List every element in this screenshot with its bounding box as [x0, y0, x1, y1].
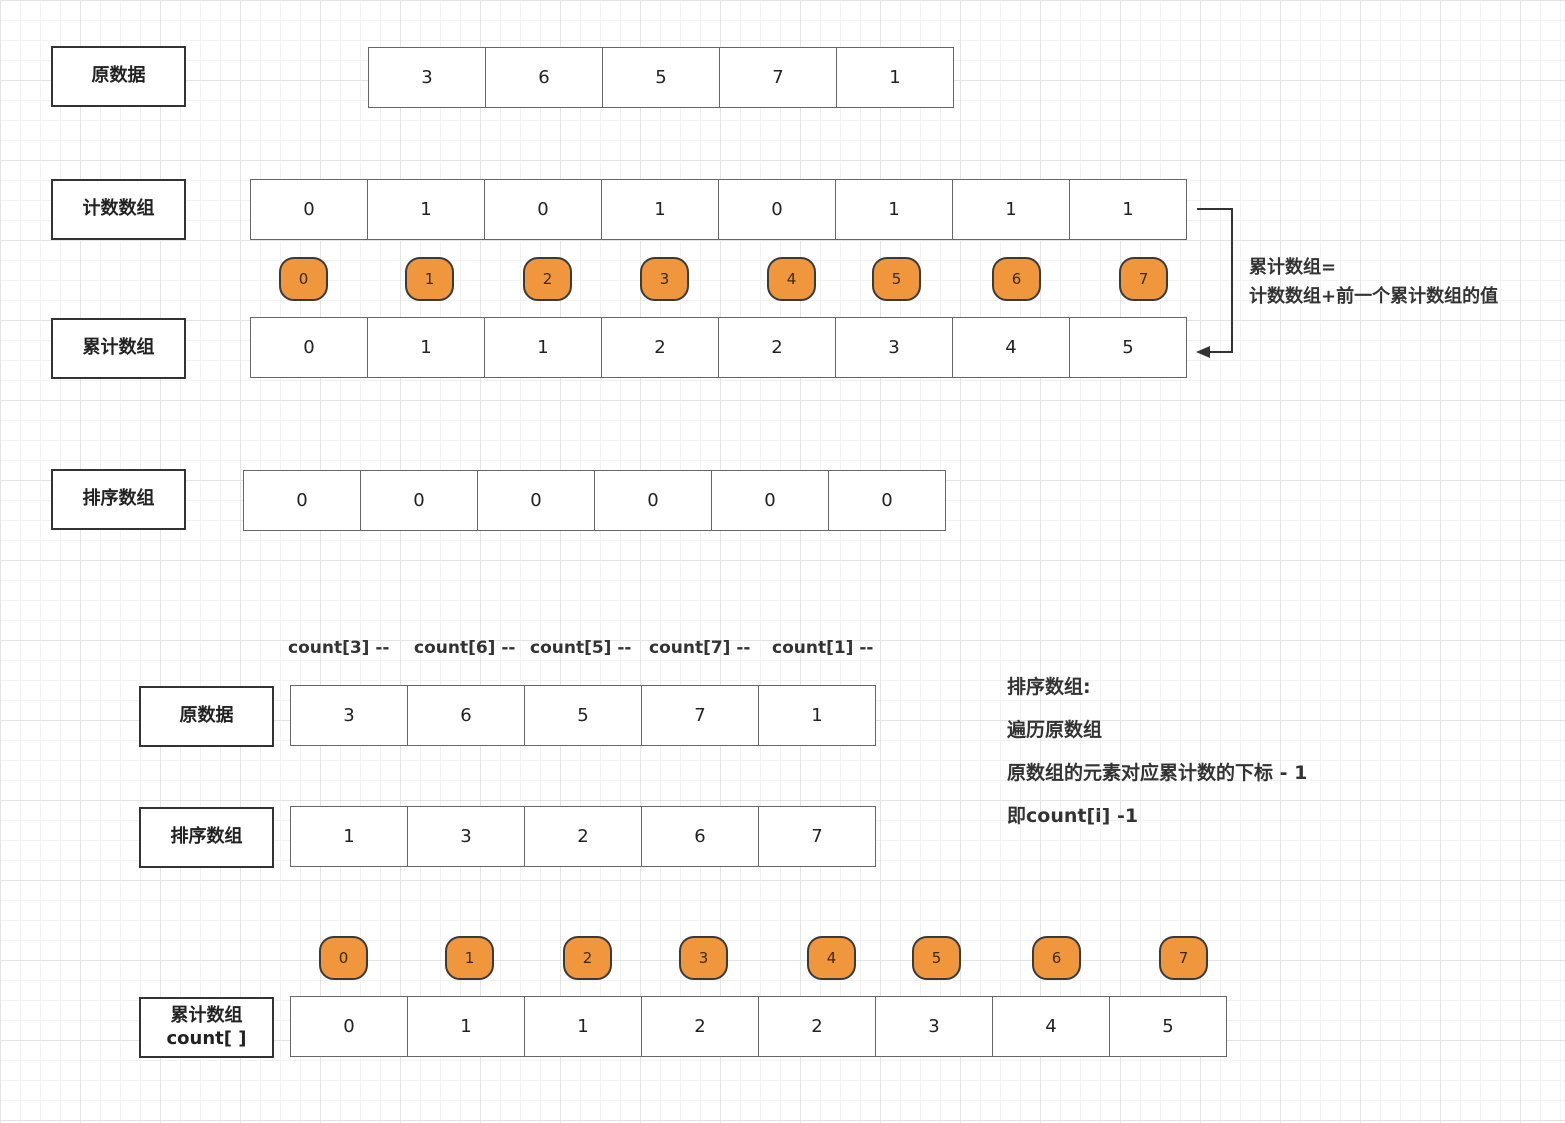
- arrow-note-line2: 计数数组+前一个累计数组的值: [1249, 286, 1499, 307]
- index-badge: 7: [1159, 936, 1208, 980]
- array-cell: 1: [1069, 179, 1187, 240]
- index-badge: 1: [405, 257, 454, 301]
- array-cell: 2: [718, 317, 836, 378]
- bottom-original-array-label-text: 原数据: [179, 705, 234, 727]
- array-cell: 1: [367, 179, 485, 240]
- array-cell: 2: [758, 996, 876, 1057]
- array-cell: 2: [641, 996, 759, 1057]
- index-badge: 6: [1032, 936, 1081, 980]
- array-cell: 0: [360, 470, 478, 531]
- index-badge: 2: [523, 257, 572, 301]
- index-badge: 5: [912, 936, 961, 980]
- original-array-label: 原数据: [51, 46, 186, 107]
- count-array-label-text: 计数数组: [82, 198, 155, 220]
- array-cell: 3: [835, 317, 953, 378]
- array-cell: 0: [243, 470, 361, 531]
- array-cell: 1: [524, 996, 642, 1057]
- bottom-cumulative-label-line1: 累计数组: [170, 1005, 243, 1026]
- array-cell: 0: [484, 179, 602, 240]
- array-cell: 7: [758, 806, 876, 867]
- array-cell: 4: [952, 317, 1070, 378]
- cumulative-array-label-text: 累计数组: [82, 337, 155, 359]
- array-cell: 0: [711, 470, 829, 531]
- arrow-note: 累计数组= 计数数组+前一个累计数组的值: [1249, 253, 1498, 311]
- array-cell: 5: [1109, 996, 1227, 1057]
- array-cell: 1: [290, 806, 408, 867]
- array-cell: 5: [524, 685, 642, 746]
- array-cell: 1: [836, 47, 954, 108]
- index-badge: 5: [872, 257, 921, 301]
- sorting-explanation: 排序数组: 遍历原数组 原数组的元素对应累计数的下标 - 1 即count[i]…: [1007, 666, 1307, 838]
- index-badge: 7: [1119, 257, 1168, 301]
- index-badge: 3: [640, 257, 689, 301]
- count-op-3: count[5] --: [530, 638, 632, 658]
- array-cell: 3: [368, 47, 486, 108]
- index-badge: 4: [807, 936, 856, 980]
- bottom-cumulative-array-label: 累计数组 count[ ]: [139, 997, 274, 1058]
- index-badge: 0: [279, 257, 328, 301]
- index-badge: 2: [563, 936, 612, 980]
- cumulative-array-label: 累计数组: [51, 318, 186, 379]
- array-cell: 5: [602, 47, 720, 108]
- array-cell: 0: [594, 470, 712, 531]
- array-cell: 7: [719, 47, 837, 108]
- array-cell: 6: [485, 47, 603, 108]
- bottom-original-array-label: 原数据: [139, 686, 274, 747]
- array-cell: 3: [875, 996, 993, 1057]
- count-op-1: count[3] --: [288, 638, 390, 658]
- array-cell: 2: [601, 317, 719, 378]
- count-to-cumulative-arrow: [1196, 208, 1233, 358]
- array-cell: 3: [407, 806, 525, 867]
- count-array-label: 计数数组: [51, 179, 186, 240]
- explanation-line-2: 遍历原数组: [1007, 719, 1103, 741]
- index-badge: 4: [767, 257, 816, 301]
- sorted-array-label: 排序数组: [51, 469, 186, 530]
- count-op-4: count[7] --: [649, 638, 751, 658]
- index-badge: 0: [319, 936, 368, 980]
- index-badge: 1: [445, 936, 494, 980]
- index-badge: 3: [679, 936, 728, 980]
- bottom-sorted-array-label-text: 排序数组: [170, 826, 243, 848]
- array-cell: 6: [407, 685, 525, 746]
- bottom-cumulative-label-line2: count[ ]: [166, 1027, 247, 1049]
- explanation-line-3: 原数组的元素对应累计数的下标 - 1: [1007, 762, 1308, 784]
- array-cell: 0: [290, 996, 408, 1057]
- array-cell: 1: [601, 179, 719, 240]
- array-cell: 1: [484, 317, 602, 378]
- array-cell: 5: [1069, 317, 1187, 378]
- sorted-array-label-text: 排序数组: [82, 488, 155, 510]
- array-cell: 1: [835, 179, 953, 240]
- bottom-sorted-array-label: 排序数组: [139, 807, 274, 868]
- count-op-5: count[1] --: [772, 638, 874, 658]
- explanation-line-4: 即count[i] -1: [1007, 805, 1139, 827]
- arrow-note-line1: 累计数组=: [1249, 257, 1337, 278]
- array-cell: 2: [524, 806, 642, 867]
- index-badge: 6: [992, 257, 1041, 301]
- original-array-label-text: 原数据: [91, 65, 146, 87]
- array-cell: 1: [952, 179, 1070, 240]
- array-cell: 0: [718, 179, 836, 240]
- array-cell: 4: [992, 996, 1110, 1057]
- array-cell: 0: [477, 470, 595, 531]
- count-op-2: count[6] --: [414, 638, 516, 658]
- array-cell: 0: [250, 317, 368, 378]
- array-cell: 0: [250, 179, 368, 240]
- array-cell: 0: [828, 470, 946, 531]
- array-cell: 1: [407, 996, 525, 1057]
- array-cell: 6: [641, 806, 759, 867]
- array-cell: 3: [290, 685, 408, 746]
- array-cell: 1: [758, 685, 876, 746]
- array-cell: 1: [367, 317, 485, 378]
- array-cell: 7: [641, 685, 759, 746]
- explanation-line-1: 排序数组:: [1007, 676, 1091, 698]
